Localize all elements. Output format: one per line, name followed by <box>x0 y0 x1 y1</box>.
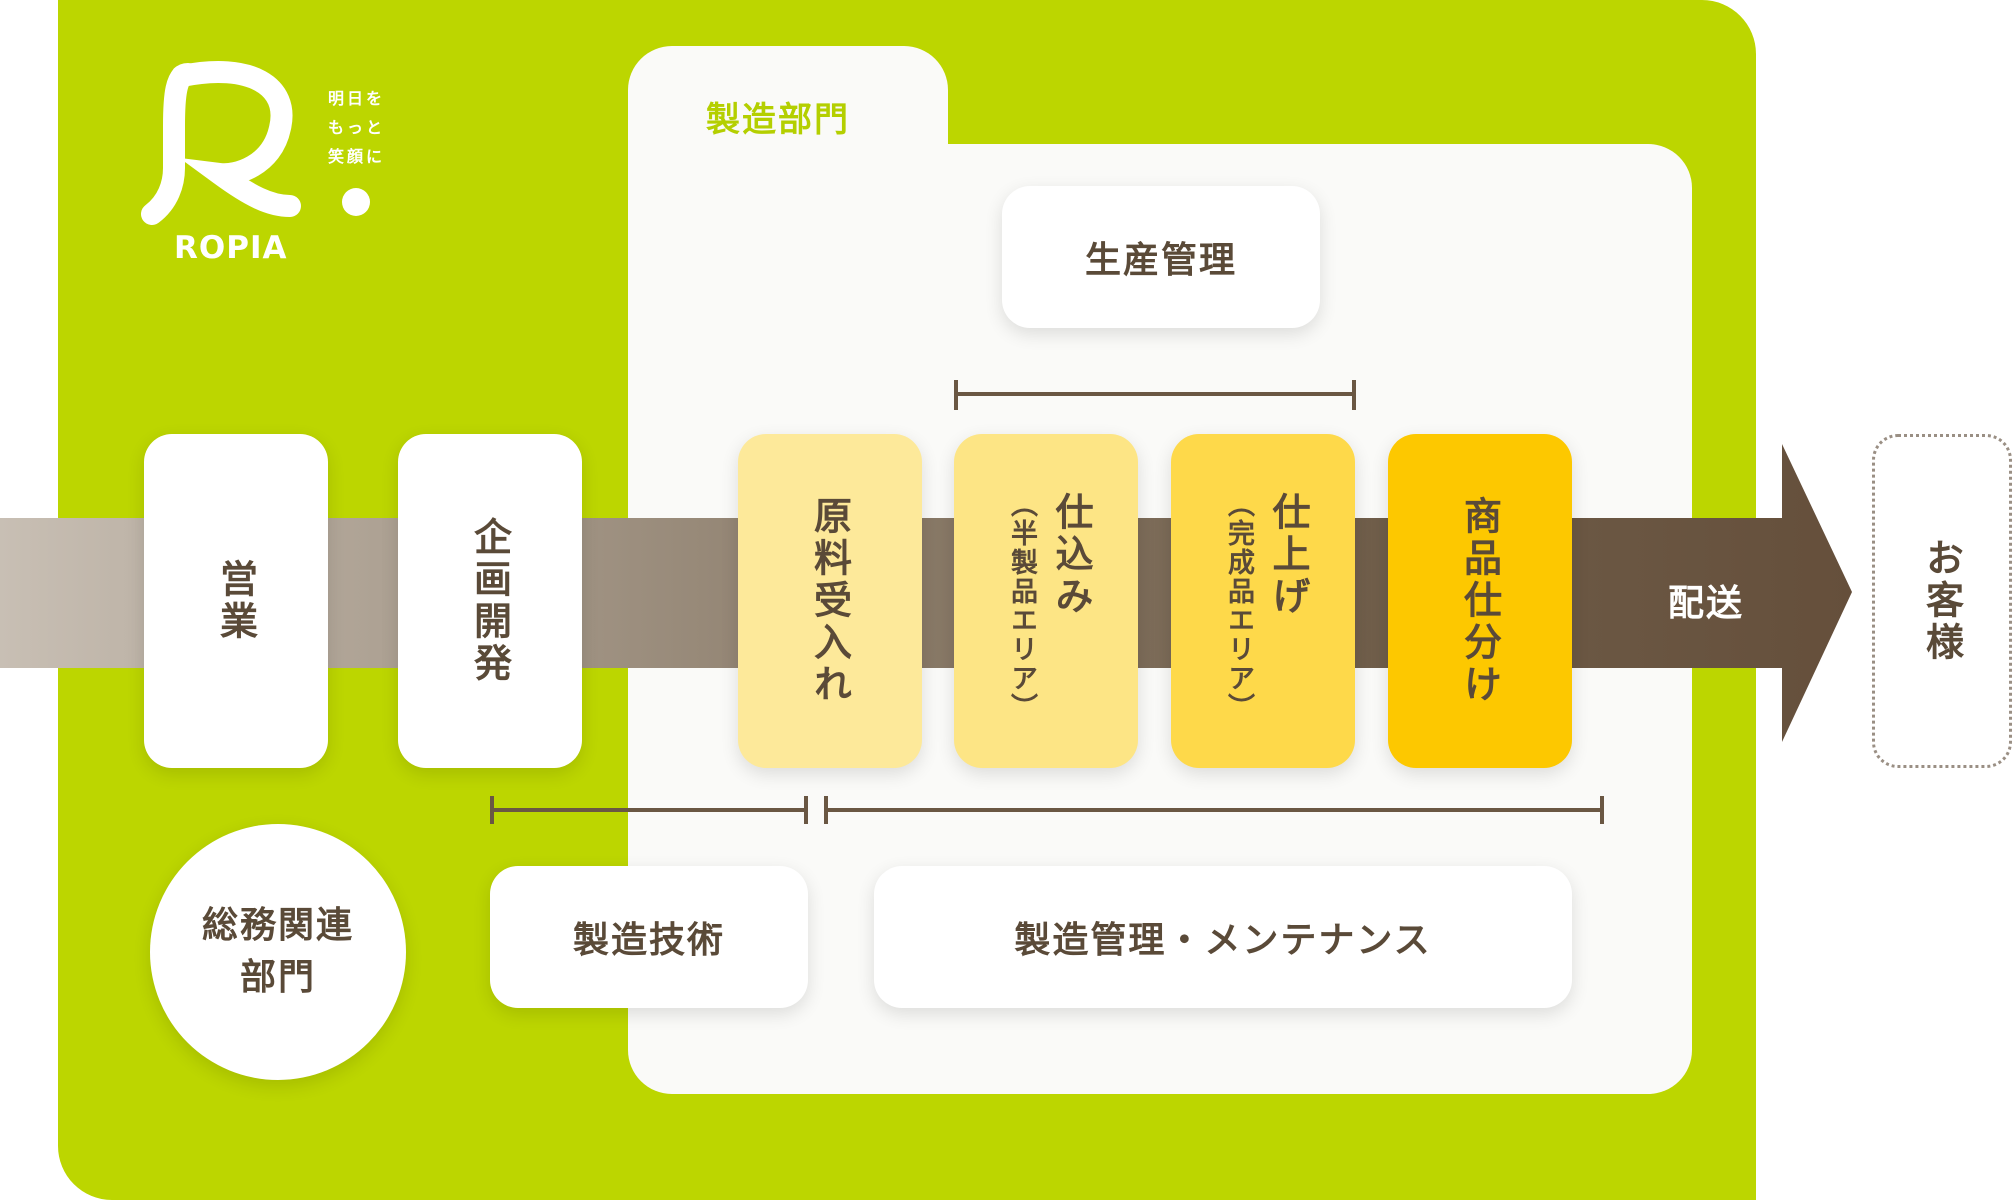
general-affairs-line-2: 部門 <box>239 957 316 998</box>
finish-subtitle: （完成品エリア） <box>1223 490 1254 722</box>
department-title: 製造部門 <box>706 100 850 140</box>
prep-title: 仕込み <box>1049 492 1093 618</box>
customer-box: お客様 <box>1872 434 2012 768</box>
manufacturing-tech-label: 製造技術 <box>572 920 725 961</box>
production-control-card: 生産管理 <box>1002 186 1320 328</box>
manufacturing-tech-card: 製造技術 <box>490 866 808 1008</box>
delivery-label: 配送 <box>1668 583 1745 624</box>
logo-tagline-3: 笑顔に <box>328 147 386 166</box>
logo-tagline-2: もっと <box>328 118 386 137</box>
receiving-card: 原料受入れ <box>738 434 922 768</box>
receiving-label: 原料受入れ <box>807 496 852 706</box>
logo-tagline-1: 明日を <box>328 89 386 108</box>
finish-title: 仕上げ <box>1266 492 1310 618</box>
maintenance-label: 製造管理・メンテナンス <box>1014 920 1432 961</box>
planning-card: 企画開発 <box>398 434 582 768</box>
prep-card: 仕込み （半製品エリア） <box>954 434 1138 768</box>
general-affairs-card: 総務関連 部門 <box>150 824 406 1080</box>
bracket-lines <box>490 380 1604 824</box>
sorting-label: 商品仕分け <box>1457 496 1502 706</box>
r-logo-icon <box>141 61 370 225</box>
maintenance-card: 製造管理・メンテナンス <box>874 866 1572 1008</box>
ropia-logo: 明日を もっと 笑顔に ROPIA <box>140 56 400 276</box>
customer-label: お客様 <box>1919 538 1964 664</box>
planning-label: 企画開発 <box>467 517 512 685</box>
prep-subtitle: （半製品エリア） <box>1006 490 1037 722</box>
logo-brand: ROPIA <box>174 230 288 266</box>
sales-label: 営業 <box>213 559 258 643</box>
finish-card: 仕上げ （完成品エリア） <box>1171 434 1355 768</box>
general-affairs-line-1: 総務関連 <box>201 905 354 946</box>
sorting-card: 商品仕分け <box>1388 434 1572 768</box>
production-control-label: 生産管理 <box>1084 240 1237 281</box>
sales-card: 営業 <box>144 434 328 768</box>
